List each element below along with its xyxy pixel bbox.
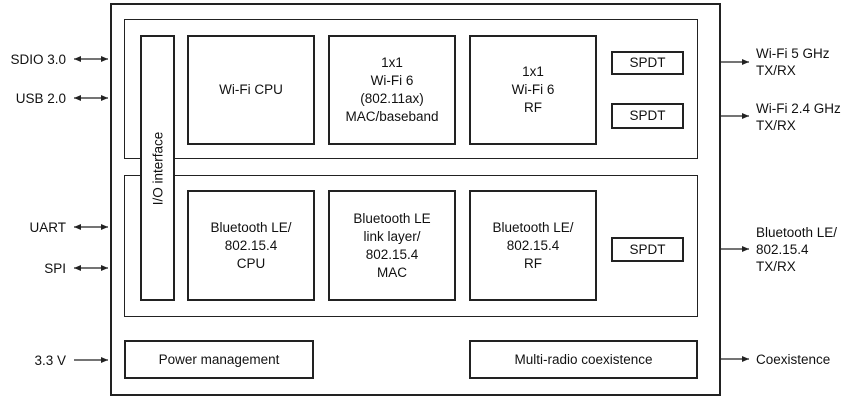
- uart-label: UART: [29, 220, 66, 235]
- ble-label: Bluetooth LE/ 802.15.4 TX/RX: [756, 225, 838, 274]
- sdio-label: SDIO 3.0: [10, 52, 66, 67]
- spi-label: SPI: [44, 261, 66, 276]
- power-management-block: Power management: [124, 340, 314, 379]
- wifi-spdt-1: SPDT: [611, 51, 684, 75]
- bt-link-block: Bluetooth LE link layer/ 802.15.4 MAC: [328, 190, 456, 301]
- wifi-spdt-2: SPDT: [611, 103, 684, 129]
- io-interface-block: I/O interface: [140, 35, 175, 301]
- bt-cpu-block: Bluetooth LE/ 802.15.4 CPU: [187, 190, 315, 301]
- wifi-cpu-block: Wi-Fi CPU: [187, 35, 315, 145]
- wifi5-label: Wi-Fi 5 GHz TX/RX: [756, 46, 830, 78]
- bt-rf-block: Bluetooth LE/ 802.15.4 RF: [469, 190, 597, 301]
- io-interface-label: I/O interface: [150, 131, 166, 205]
- usb-label: USB 2.0: [15, 91, 66, 106]
- wifi24-label: Wi-Fi 2.4 GHz TX/RX: [756, 101, 841, 133]
- wifi-mac-block: 1x1 Wi-Fi 6 (802.11ax) MAC/baseband: [328, 35, 456, 145]
- bt-spdt: SPDT: [611, 237, 684, 262]
- coex-label: Coexistence: [756, 352, 831, 367]
- wifi-rf-block: 1x1 Wi-Fi 6 RF: [469, 35, 597, 145]
- coexistence-block: Multi-radio coexistence: [469, 340, 698, 379]
- power-input-label: 3.3 V: [34, 353, 66, 368]
